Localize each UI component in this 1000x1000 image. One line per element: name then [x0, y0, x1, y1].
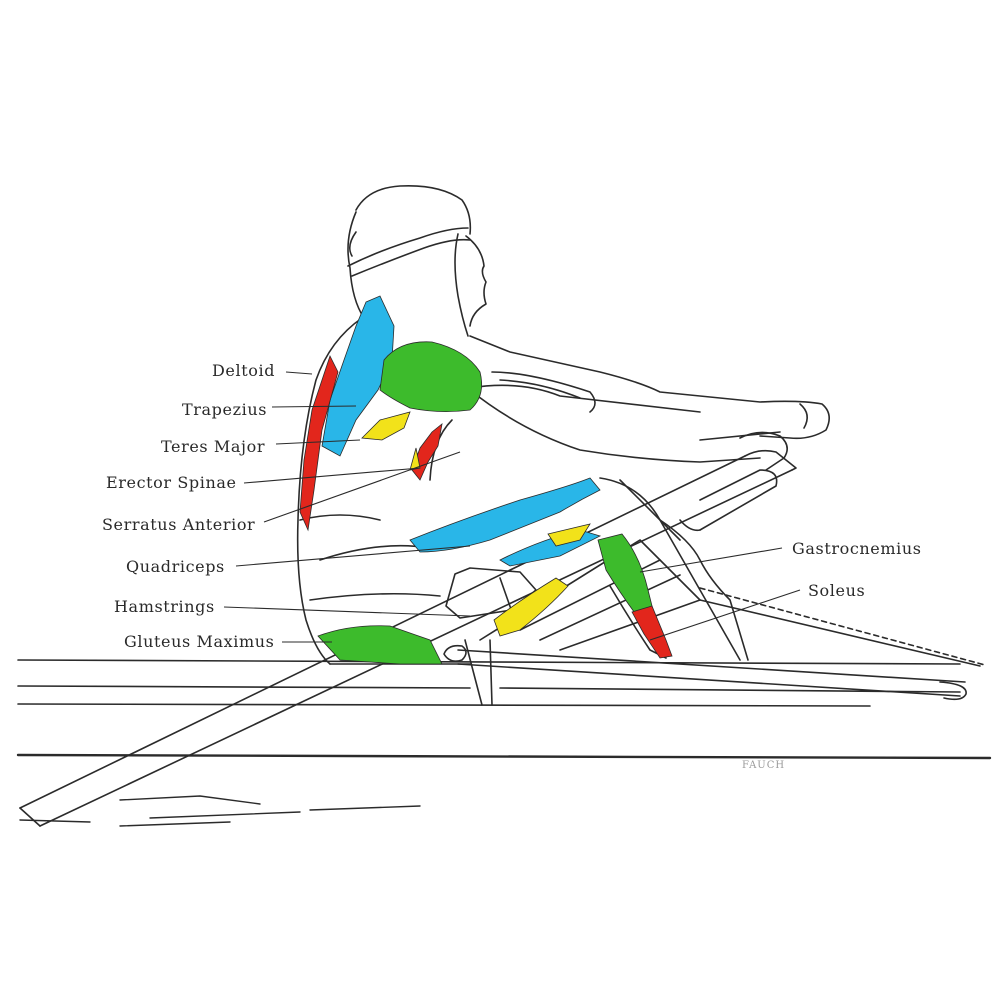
label-quadriceps: Quadriceps — [126, 557, 225, 576]
label-gastrocnemius: Gastrocnemius — [792, 539, 922, 558]
boat-hull — [16, 659, 992, 760]
muscle-teres-major — [361, 411, 411, 441]
leader-lines — [223, 371, 801, 643]
muscle-gluteus-maximus — [317, 625, 443, 665]
muscle-hamstrings — [493, 577, 569, 637]
label-soleus: Soleus — [808, 581, 866, 600]
muscle-erector-spinae — [299, 354, 339, 532]
label-gluteus-maximus: Gluteus Maximus — [124, 632, 275, 651]
water-ripples — [19, 795, 421, 827]
label-serratus-anterior: Serratus Anterior — [102, 515, 256, 534]
label-deltoid: Deltoid — [212, 361, 276, 380]
label-teres-major: Teres Major — [161, 437, 266, 456]
artist-signature: FAUCH — [742, 760, 786, 771]
muscle-deltoid — [379, 341, 483, 412]
label-trapezius: Trapezius — [182, 400, 268, 419]
rigger — [457, 587, 986, 706]
rower-head — [347, 184, 487, 337]
label-hamstrings: Hamstrings — [114, 597, 215, 616]
muscle-trapezius — [321, 295, 395, 457]
muscle-soleus — [631, 605, 673, 659]
label-erector-spinae: Erector Spinae — [106, 473, 237, 492]
muscle-groups — [299, 295, 673, 665]
